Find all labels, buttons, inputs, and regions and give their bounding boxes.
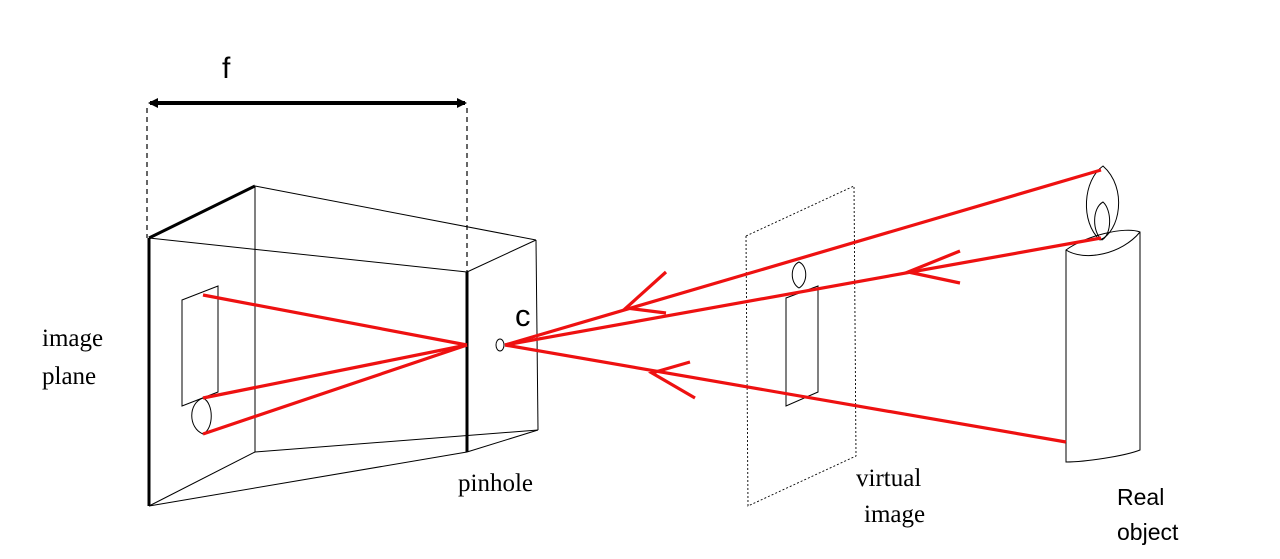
candle-flame-outer: [1086, 165, 1120, 241]
image-plane-label-line1: image: [42, 325, 103, 352]
pinhole-face-bottom-edge: [466, 429, 539, 453]
ray-arrow-middle: [902, 249, 961, 285]
pinhole-label: pinhole: [458, 470, 533, 497]
center-label: c: [515, 298, 531, 333]
inverted-candle-image: [181, 285, 219, 435]
focal-length-label: f: [222, 52, 231, 85]
ray-arrow-upper: [622, 270, 668, 315]
box-top-front-edge: [148, 237, 468, 273]
candle-flame-inner: [1094, 201, 1111, 241]
ray-to-image-bottom: [202, 293, 468, 347]
camera-box: [147, 184, 539, 507]
virtual-image-label-line2: image: [864, 501, 925, 528]
ray-from-candle-base: [504, 343, 1067, 444]
ray-from-flame-base: [504, 236, 1102, 347]
light-rays: [202, 168, 1102, 444]
ray-to-image-flame-tip: [202, 343, 468, 436]
focal-length-dimension: f: [146, 52, 468, 272]
candle-top-rim: [1065, 231, 1141, 257]
image-plane-top-edge: [148, 184, 256, 240]
box-bottom-left-edge: [148, 451, 256, 507]
image-plane-label-line2: plane: [42, 363, 96, 390]
box-bottom-back-edge: [254, 429, 539, 453]
virtual-candle-body: [785, 285, 819, 407]
ray-to-image-flame-base: [202, 343, 468, 400]
ray-from-flame-top: [504, 168, 1102, 347]
box-top-back-edge: [254, 185, 537, 241]
real-object-label-line2: object: [1117, 519, 1179, 545]
pinhole-face-top-edge: [466, 239, 537, 273]
virtual-candle-flame: [791, 261, 807, 289]
ray-arrow-lower: [647, 360, 696, 400]
box-bottom-front-edge: [148, 451, 468, 507]
virtual-image-label-line1: virtual: [856, 465, 921, 492]
virtual-image: [745, 185, 857, 507]
candle-body: [1065, 229, 1141, 463]
inverted-candle-body: [181, 285, 219, 407]
real-object-label-line1: Real: [1117, 484, 1164, 510]
inverted-candle-flame: [191, 397, 212, 435]
real-object-candle: [1065, 165, 1141, 463]
virtual-image-plane: [745, 185, 857, 507]
pinhole-aperture: [495, 338, 505, 352]
